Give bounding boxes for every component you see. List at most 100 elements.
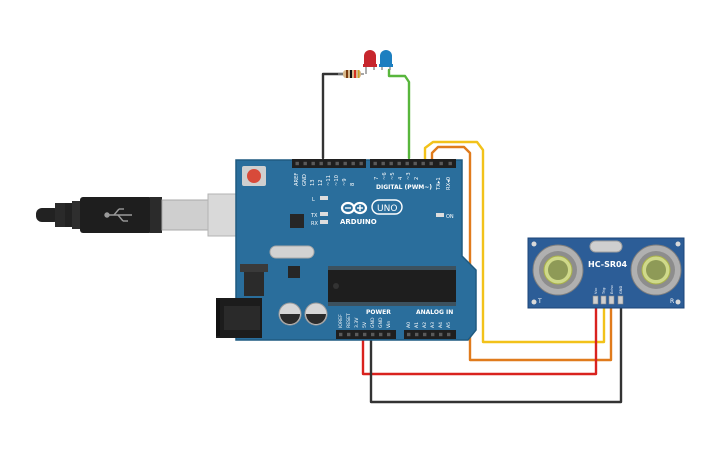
resistor[interactable] [338,70,364,78]
sensor-crystal [589,240,623,253]
label-pin12: 12 [318,179,324,186]
capacitor-2 [304,302,328,326]
label-pin7: 7 [374,177,380,180]
pin-hole[interactable] [347,332,351,337]
label-pin11: ~11 [326,175,332,186]
analog-header[interactable] [404,330,456,339]
transducer-r [630,244,682,296]
pin-hole[interactable] [415,332,419,337]
pin-hole[interactable] [421,161,425,166]
pin-label-vcc: Vcc [594,288,598,294]
pin-hole[interactable] [339,332,343,337]
pin-hole[interactable] [373,161,377,166]
pin-hole[interactable] [351,161,355,166]
voltage-regulator [244,270,264,296]
label-3v3: 3.3V [354,317,360,328]
reset-button[interactable] [242,166,266,186]
digital-header-right[interactable] [370,159,456,168]
label-a5: A5 [446,322,452,328]
svg-text:TX: TX [310,213,318,219]
pin-hole[interactable] [319,161,323,166]
label-vin: Vin [386,321,392,328]
label-ioref: IOREF [338,314,344,328]
wire-green-pin5[interactable] [387,68,411,160]
label-analog: ANALOG IN [416,309,453,316]
pin-hole[interactable] [407,332,411,337]
pin-hole[interactable] [379,332,383,337]
wire-yellow-trig[interactable] [423,140,606,344]
pin-hole[interactable] [423,332,427,337]
pin-hole[interactable] [413,161,417,166]
svg-text:L: L [312,197,315,203]
pin-hole[interactable] [355,332,359,337]
arduino-logo [340,201,368,215]
led-blue[interactable] [379,50,393,70]
label-pin8: 8 [350,183,356,186]
led-tx: TX [310,212,328,219]
pin-label-gnd: GND [619,286,623,294]
label-pin13: 13 [310,179,316,186]
svg-text:RX: RX [311,221,318,227]
label-digital: DIGITAL (PWM~) [376,184,432,191]
wire-black-gnd-led[interactable] [321,72,345,160]
pin-label-echo: Echo [610,285,614,294]
sensor-label-r: R [670,298,674,305]
pin-hole[interactable] [295,161,299,166]
label-aref: AREF [294,173,300,186]
wire-orange-echo[interactable] [430,145,613,362]
label-pin6: ~6 [382,172,388,180]
wire-red-vcc[interactable] [361,304,598,376]
pin-hole[interactable] [429,161,433,166]
pin-hole[interactable] [343,161,347,166]
usb-chip [290,214,304,228]
sensor-pins[interactable] [592,295,624,305]
arduino-brand: ARDUINO [340,218,377,226]
label-pin4: 4 [398,176,404,180]
pin-hole[interactable] [359,161,363,166]
label-pin10: ~10 [334,175,340,186]
label-a1: A1 [414,322,420,328]
svg-text:ON: ON [446,214,454,220]
pin-hole[interactable] [363,332,367,337]
pin-hole[interactable] [439,332,443,337]
transducer-t [532,244,584,296]
label-a3: A3 [430,322,436,328]
label-reset: RESET [346,313,352,328]
pin-hole[interactable] [389,161,393,166]
led-on: ON [436,213,454,220]
capacitor-1 [278,302,302,326]
label-pin5: ~5 [390,172,396,180]
label-pin1: TX▸1 [436,177,442,191]
pin-hole[interactable] [397,161,401,166]
hc-sr04-sensor[interactable]: HC-SR04 T R Vcc Trig Echo GND [527,237,685,309]
led-red[interactable] [363,50,377,74]
uno-badge: UNO [371,199,403,215]
power-jack[interactable] [216,298,262,338]
wire-black-gnd-sensor[interactable] [369,304,623,404]
pin-hole[interactable] [431,332,435,337]
pin-hole[interactable] [448,161,452,166]
pin-hole[interactable] [447,332,451,337]
label-pin9: ~9 [342,178,348,186]
label-gnd: GND [302,174,308,186]
label-pin2: 2 [414,177,420,180]
label-pin0: RX◂0 [446,177,452,190]
pin-hole[interactable] [387,332,391,337]
usb-cable[interactable] [36,193,269,237]
pin-hole[interactable] [405,161,409,166]
pin-hole[interactable] [327,161,331,166]
arduino-board[interactable]: AREF GND 13 12 ~11 ~10 ~9 8 7 ~6 ~5 4 ~3… [216,159,477,341]
pin-hole[interactable] [439,161,443,166]
pin-hole[interactable] [371,332,375,337]
label-gnd2: GND [378,317,384,328]
pin-hole[interactable] [335,161,339,166]
label-gnd1: GND [370,317,376,328]
pin-label-trig: Trig [602,288,606,295]
pin-hole[interactable] [381,161,385,166]
pin-hole[interactable] [303,161,307,166]
label-a4: A4 [438,322,444,328]
pin-holes [295,161,452,337]
pin-hole[interactable] [311,161,315,166]
